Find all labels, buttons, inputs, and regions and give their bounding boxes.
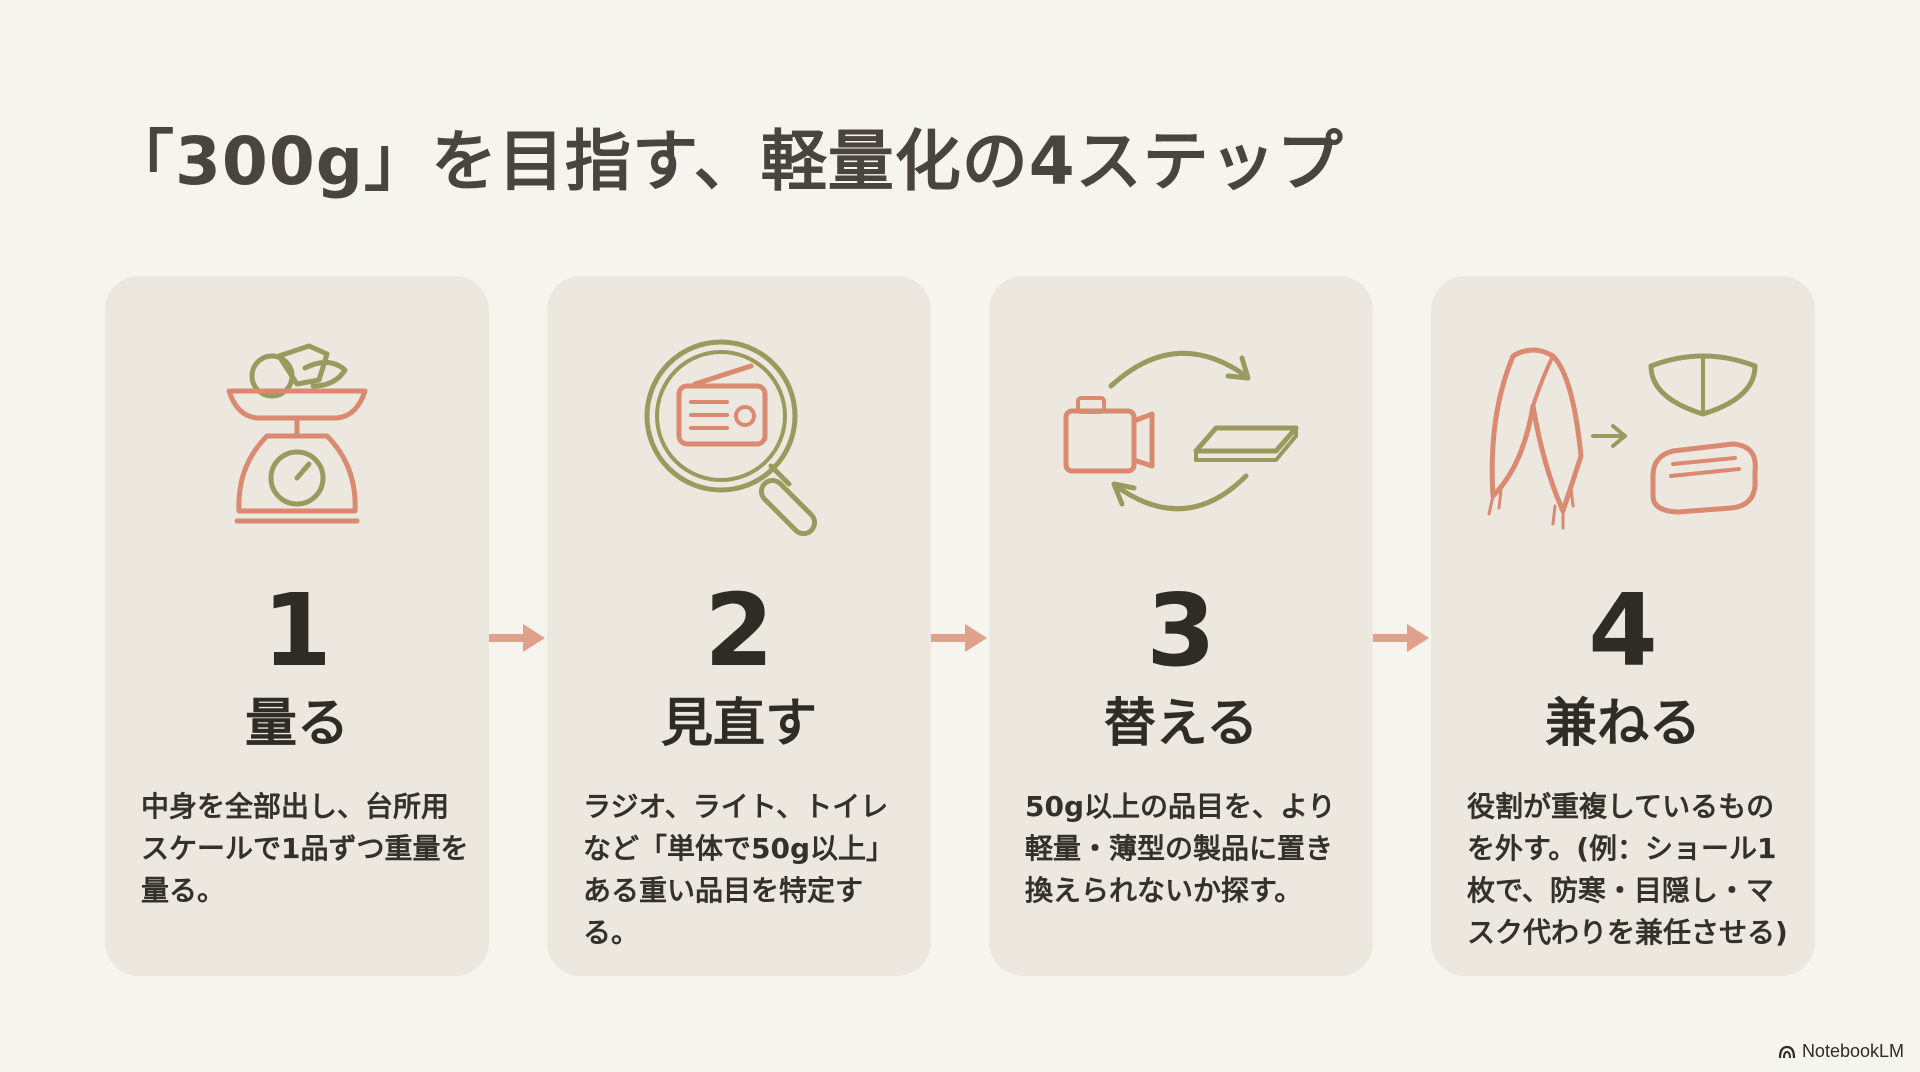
shawl-mask-towel-icon (1431, 336, 1815, 536)
step-card-2: 2 見直す ラジオ、ライト、トイレなど「単体で50g以上」ある重い品目を特定する… (547, 276, 931, 976)
step-card-1: 1 量る 中身を全部出し、台所用スケールで1品ずつ重量を量る。 (105, 276, 489, 976)
step-label: 兼ねる (1544, 694, 1701, 754)
brand-label: NotebookLM (1801, 1041, 1904, 1061)
step-description: ラジオ、ライト、トイレなど「単体で50g以上」ある重い品目を特定する。 (583, 790, 895, 949)
step-number: 1 (262, 572, 332, 689)
step-label: 見直す (660, 694, 817, 754)
page-title: 「300g」を目指す、軽量化の4ステップ (108, 123, 1344, 200)
step-card-3: 3 替える 50g以上の品目を、より軽量・薄型の製品に置き換えられないか探す。 (989, 276, 1373, 976)
magnifier-radio-icon (547, 336, 931, 536)
notebooklm-watermark: NotebookLM (1778, 1041, 1904, 1062)
replace-cycle-icon (989, 336, 1373, 536)
arrow-right-icon (931, 624, 987, 652)
step-card-4: 4 兼ねる 役割が重複しているものを外す。(例：ショール1枚で、防寒・目隠し・マ… (1431, 276, 1815, 976)
step-number: 3 (1146, 572, 1216, 689)
arrow-right-icon (1373, 624, 1429, 652)
kitchen-scale-icon (105, 336, 489, 536)
step-label: 量る (244, 694, 349, 754)
step-description: 中身を全部出し、台所用スケールで1品ずつ重量を量る。 (141, 790, 469, 907)
step-number: 2 (704, 572, 774, 689)
step-label: 替える (1103, 694, 1259, 754)
step-number: 4 (1588, 572, 1658, 689)
notebooklm-logo-icon (1778, 1045, 1796, 1058)
arrow-right-icon (489, 624, 545, 652)
step-description: 役割が重複しているものを外す。(例：ショール1枚で、防寒・目隠し・マスク代わりを… (1467, 790, 1788, 949)
step-description: 50g以上の品目を、より軽量・薄型の製品に置き換えられないか探す。 (1025, 790, 1336, 907)
